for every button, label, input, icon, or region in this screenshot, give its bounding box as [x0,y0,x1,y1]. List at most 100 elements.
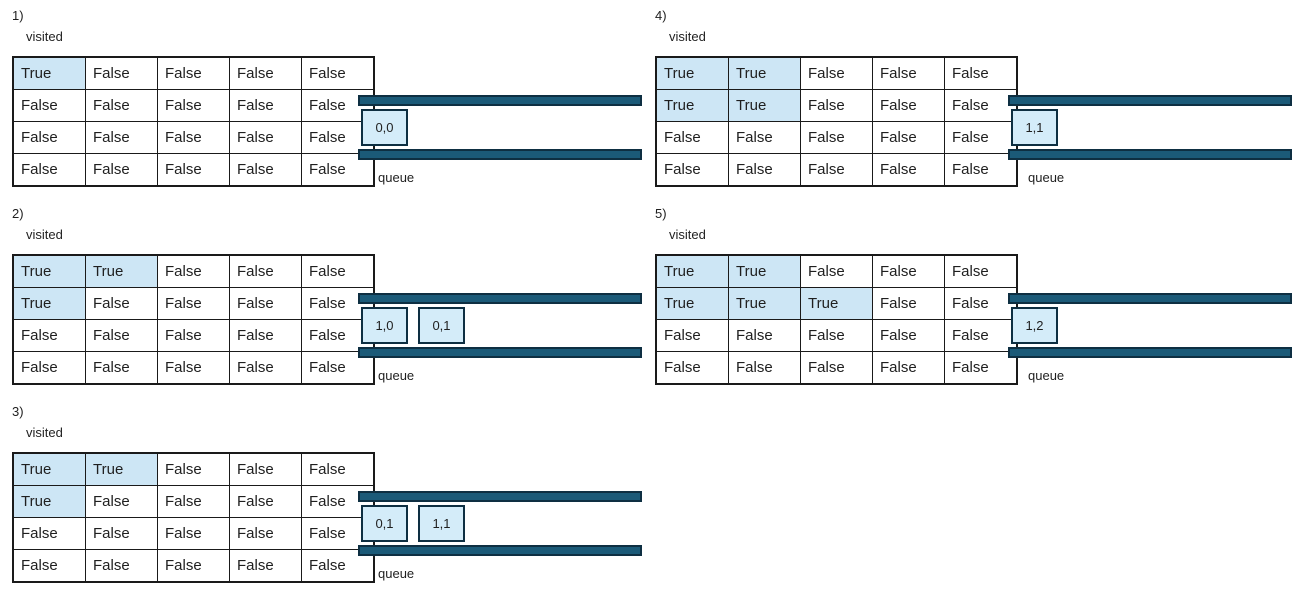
visited-cell: False [85,351,158,385]
queue-item: 0,1 [361,504,408,542]
visited-cell: False [12,121,86,154]
queue-label: queue [1028,170,1065,185]
visited-label: visited [669,227,706,242]
visited-cell: False [800,319,873,352]
visited-cell: False [12,89,86,122]
visited-cell: False [229,89,302,122]
visited-cell: False [85,549,158,583]
visited-cell: False [944,287,1018,320]
visited-cell: False [655,319,729,352]
visited-cell: False [12,319,86,352]
visited-cell: False [157,153,230,187]
queue-items: 1,2 [1008,306,1292,344]
visited-cell: False [157,121,230,154]
visited-cell: False [12,549,86,583]
visited-cell: False [229,517,302,550]
visited-cell: False [229,485,302,518]
visited-cell: False [301,452,375,486]
visited-cell: False [12,351,86,385]
visited-cell: True [728,89,801,122]
visited-cell: False [944,319,1018,352]
visited-cell: False [728,351,801,385]
visited-cell: False [944,89,1018,122]
visited-cell: False [229,319,302,352]
visited-cell: False [157,485,230,518]
visited-cell: False [800,254,873,288]
visited-cell: True [85,254,158,288]
visited-cell: False [872,351,945,385]
visited-cell: False [85,517,158,550]
queue-item: 0,0 [361,108,408,146]
visited-cell: False [944,153,1018,187]
queue-item: 1,0 [361,306,408,344]
visited-cell: False [301,56,375,90]
panel-number: 5) [655,206,667,221]
visited-cell: False [872,121,945,154]
visited-cell: False [157,89,230,122]
queue-label: queue [378,566,415,581]
visited-cell: False [229,121,302,154]
visited-cell: False [800,153,873,187]
queue-item: 1,1 [1011,108,1058,146]
visited-cell: False [655,121,729,154]
visited-cell: False [872,254,945,288]
visited-cell: False [85,319,158,352]
visited-cell: False [229,351,302,385]
panel-number: 4) [655,8,667,23]
visited-cell: False [157,351,230,385]
visited-cell: False [229,287,302,320]
visited-cell: False [872,287,945,320]
visited-cell: False [12,153,86,187]
visited-cell: True [728,56,801,90]
visited-cell: False [800,121,873,154]
visited-label: visited [26,29,63,44]
visited-cell: False [12,517,86,550]
visited-cell: False [800,56,873,90]
visited-cell: False [944,254,1018,288]
queue-label: queue [378,170,415,185]
visited-cell: True [12,485,86,518]
visited-cell: False [85,485,158,518]
visited-cell: True [655,56,729,90]
visited-cell: False [157,452,230,486]
visited-cell: False [85,121,158,154]
visited-cell: False [728,121,801,154]
visited-cell: False [85,56,158,90]
queue-item: 0,1 [418,306,465,344]
visited-cell: True [728,287,801,320]
visited-label: visited [26,425,63,440]
visited-cell: False [944,56,1018,90]
visited-cell: True [12,287,86,320]
visited-cell: False [157,56,230,90]
queue-label: queue [378,368,415,383]
visited-cell: False [944,121,1018,154]
visited-cell: False [85,89,158,122]
visited-cell: False [872,89,945,122]
queue-items: 0,0 [358,108,642,146]
visited-cell: True [655,254,729,288]
visited-cell: False [229,549,302,583]
queue-items: 1,1 [1008,108,1292,146]
visited-cell: False [800,351,873,385]
